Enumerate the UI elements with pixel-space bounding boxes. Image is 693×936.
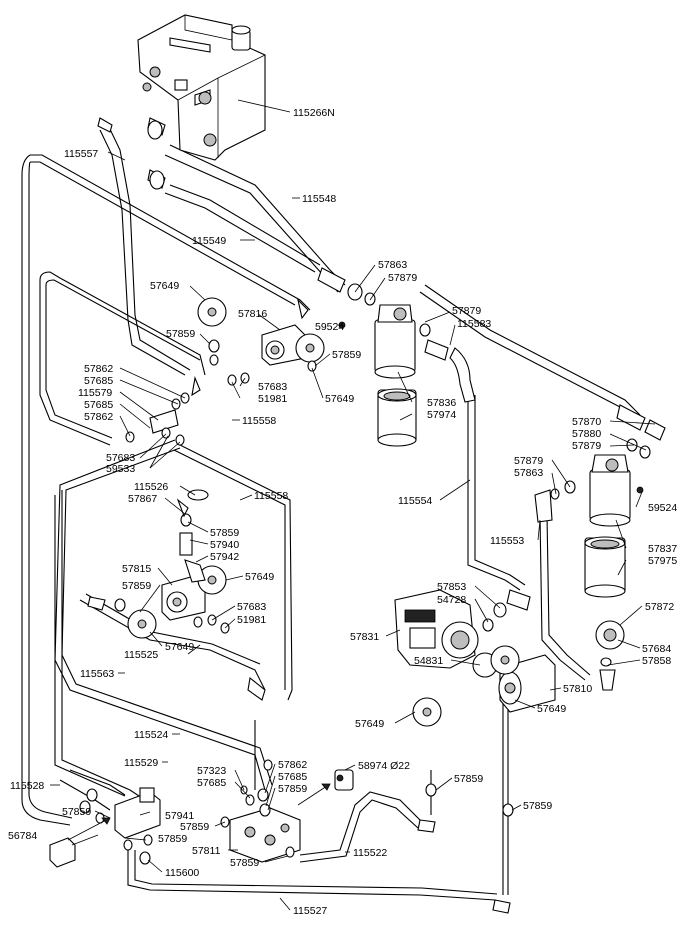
- label-tank: 115266N: [293, 107, 335, 119]
- label-57941: 57941: [165, 810, 194, 822]
- label-hose-115557: 115557: [64, 148, 98, 160]
- label-57862: 57862: [84, 411, 113, 423]
- label-hose-115528: 115528: [10, 780, 44, 792]
- label-hose-115548: 115548: [302, 193, 336, 205]
- label-hose-115524: 115524: [134, 729, 168, 741]
- label-57859: 57859: [62, 806, 91, 818]
- label-57683: 57683: [106, 452, 135, 464]
- label-57649: 57649: [325, 393, 354, 405]
- label-57879: 57879: [452, 305, 481, 317]
- label-hose-115563: 115563: [80, 668, 114, 680]
- hose-lines: [21, 124, 641, 906]
- label-57975: 57975: [648, 555, 677, 567]
- label-57872: 57872: [645, 601, 674, 613]
- label-58974: 58974 Ø22: [358, 760, 410, 772]
- label-57867: 57867: [128, 493, 157, 505]
- label-57862: 57862: [84, 363, 113, 375]
- label-57859: 57859: [278, 783, 307, 795]
- label-hose-115554: 115554: [398, 495, 432, 507]
- label-57879: 57879: [572, 440, 601, 452]
- label-57880: 57880: [572, 428, 601, 440]
- label-57858: 57858: [642, 655, 671, 667]
- label-57974: 57974: [427, 409, 456, 421]
- label-115583: 115583: [457, 318, 491, 330]
- label-57859: 57859: [454, 773, 483, 785]
- connector-icon: [79, 297, 520, 914]
- label-57683: 57683: [258, 381, 287, 393]
- label-54831: 54831: [414, 655, 443, 667]
- tank-icon: [137, 14, 266, 161]
- label-57870: 57870: [572, 416, 601, 428]
- label-57853: 57853: [437, 581, 466, 593]
- label-57685: 57685: [197, 777, 226, 789]
- label-115526: 115526: [134, 481, 168, 493]
- label-57863: 57863: [378, 259, 407, 271]
- label-hose-115529: 115529: [124, 757, 158, 769]
- label-57859: 57859: [122, 580, 151, 592]
- label-57649: 57649: [150, 280, 179, 292]
- label-hose-115553: 115553: [490, 535, 524, 547]
- label-hose-115549: 115549: [192, 235, 226, 247]
- label-57859: 57859: [166, 328, 195, 340]
- label-57942: 57942: [210, 551, 239, 563]
- label-hose-115558: 115558: [242, 415, 276, 427]
- label-57815: 57815: [122, 563, 151, 575]
- label-hose-115522: 115522: [353, 847, 387, 859]
- label-57859: 57859: [523, 800, 552, 812]
- label-57859: 57859: [210, 527, 239, 539]
- tank-fittings: [97, 117, 166, 190]
- label-57649: 57649: [355, 718, 384, 730]
- label-57649: 57649: [537, 703, 566, 715]
- label-57879: 57879: [388, 272, 417, 284]
- label-57879: 57879: [514, 455, 543, 467]
- label-57816: 57816: [238, 308, 267, 320]
- part-labels: 115266N 115557 115548 115549 57863 57879…: [8, 107, 677, 917]
- label-59524: 59524: [315, 321, 344, 333]
- label-115579: 115579: [78, 387, 112, 399]
- filter-icon: [317, 267, 476, 447]
- label-57836: 57836: [427, 397, 456, 409]
- label-hose-115600: 115600: [165, 867, 199, 879]
- label-57684: 57684: [642, 643, 671, 655]
- label-57811: 57811: [192, 845, 221, 857]
- label-hose-115558: 115558: [254, 490, 288, 502]
- label-hose-115527: 115527: [293, 905, 327, 917]
- label-57859: 57859: [158, 833, 187, 845]
- label-51981: 51981: [258, 393, 287, 405]
- label-59533: 59533: [106, 463, 135, 475]
- label-57649: 57649: [245, 571, 274, 583]
- label-54728: 54728: [437, 594, 466, 606]
- label-57810: 57810: [563, 683, 592, 695]
- label-57940: 57940: [210, 539, 239, 551]
- leader-lines: [50, 99, 656, 911]
- label-57683: 57683: [237, 601, 266, 613]
- label-59524: 59524: [648, 502, 677, 514]
- label-57323: 57323: [197, 765, 226, 777]
- label-57649: 57649: [165, 641, 194, 653]
- filter-icon: [534, 404, 666, 598]
- label-57859: 57859: [230, 857, 259, 869]
- label-hose-115525: 115525: [124, 649, 158, 661]
- label-57862: 57862: [278, 759, 307, 771]
- label-57685: 57685: [84, 399, 113, 411]
- label-57863: 57863: [514, 467, 543, 479]
- label-57685: 57685: [278, 771, 307, 783]
- label-51981: 51981: [237, 614, 266, 626]
- label-56784: 56784: [8, 830, 37, 842]
- label-57685: 57685: [84, 375, 113, 387]
- label-57859: 57859: [180, 821, 209, 833]
- label-57831: 57831: [350, 631, 379, 643]
- label-57837: 57837: [648, 543, 677, 555]
- label-57859: 57859: [332, 349, 361, 361]
